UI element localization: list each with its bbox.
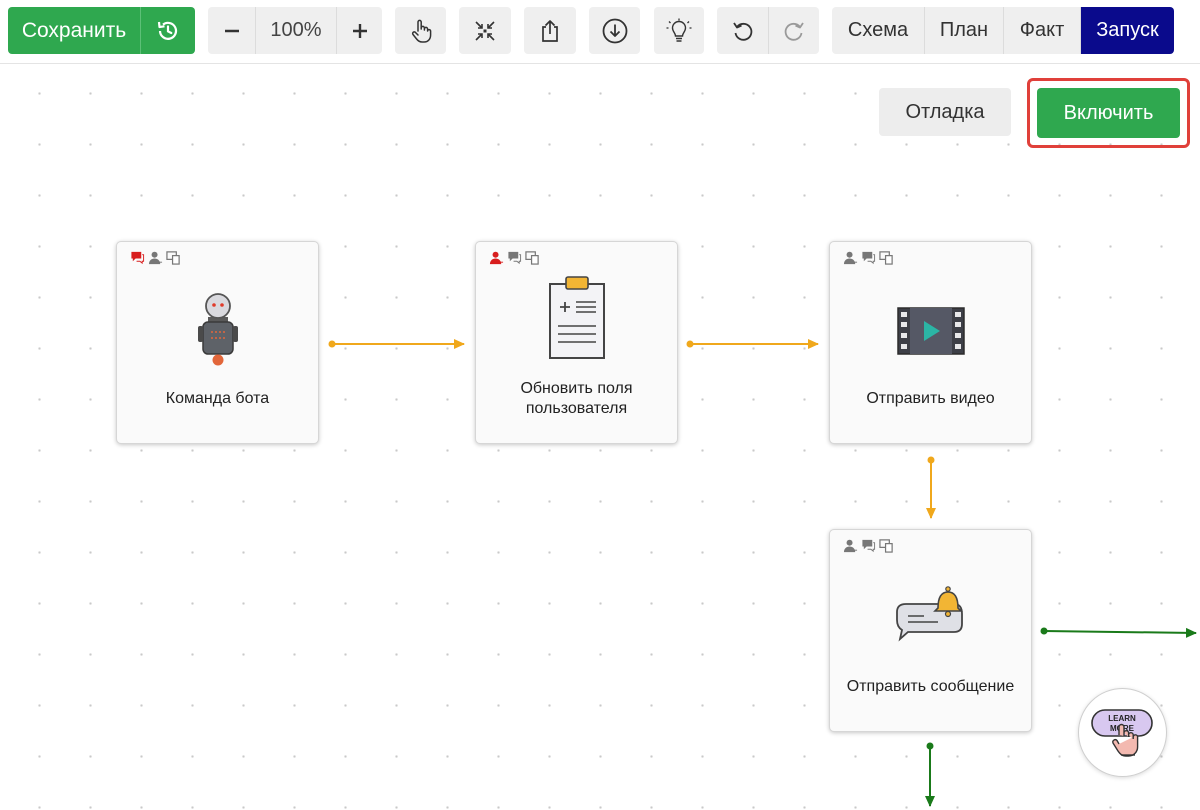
tab-launch[interactable]: Запуск [1080,7,1174,54]
enable-highlight: Включить [1027,78,1190,148]
save-button[interactable]: Сохранить [8,7,140,54]
chat-status-icon [508,251,522,265]
history-icon [157,21,178,40]
node-status-icons [843,538,894,553]
robot-icon [197,293,238,366]
device-status-icon [879,251,893,265]
chat-status-icon [862,539,876,553]
toolbar: Сохранить 100% [0,0,1200,64]
redo-icon [784,22,804,41]
tab-scheme[interactable]: Схема [832,7,924,54]
lightbulb-icon [666,18,692,42]
zoom-level: 100% [255,7,336,54]
node-label: Обновить поля пользователя [520,380,633,417]
pan-group [395,7,446,54]
download-group [589,7,640,54]
hand-pointer-icon [411,19,431,43]
node-label: Отправить видео [866,390,995,407]
export-button[interactable] [524,7,576,54]
plus-icon [352,23,367,38]
undo-button[interactable] [717,7,768,54]
node-status-icons [843,250,894,265]
chat-status-icon [862,251,876,265]
user-status-icon [148,251,163,265]
mode-tabs: Схема План Факт Запуск [832,7,1174,54]
learn-more-button[interactable]: LEARN MORE [1078,688,1167,777]
enable-button[interactable]: Включить [1037,88,1180,138]
collapse-icon [475,20,495,41]
device-status-icon [166,251,180,265]
message-bell-icon [895,586,963,642]
zoom-out-button[interactable] [208,7,255,54]
device-status-icon [525,251,539,265]
learn-more-icon: LEARN MORE [1091,709,1153,757]
fit-view-button[interactable] [459,7,511,54]
share-upload-icon [542,19,558,42]
download-circle-icon [602,18,627,43]
node-status-icons [489,250,540,265]
node-update-user-fields[interactable]: Обновить поля пользователя [475,241,678,444]
fit-group [459,7,511,54]
node-bot-command[interactable]: Команда бота [116,241,319,444]
save-group: Сохранить [8,7,195,54]
pan-button[interactable] [395,7,446,54]
history-nav-group [717,7,819,54]
device-status-icon [879,539,893,553]
node-label: Команда бота [165,390,270,407]
clipboard-icon [548,276,605,359]
redo-button[interactable] [768,7,819,54]
user-status-icon [843,251,858,265]
minus-icon [224,29,239,32]
tab-fact[interactable]: Факт [1003,7,1080,54]
learn-more-line1: LEARN [1108,714,1136,723]
node-label: Отправить сообщение [846,678,1015,695]
download-button[interactable] [589,7,640,54]
video-icon [896,307,965,355]
history-button[interactable] [140,7,195,54]
debug-button[interactable]: Отладка [879,88,1011,136]
node-status-icons [130,250,181,265]
user-status-icon [843,539,858,553]
hint-group [654,7,704,54]
node-send-video[interactable]: Отправить видео [829,241,1032,444]
node-send-message[interactable]: Отправить сообщение [829,529,1032,732]
chat-status-icon [131,251,145,265]
zoom-in-button[interactable] [336,7,382,54]
zoom-group: 100% [208,7,382,54]
undo-icon [732,22,752,41]
user-status-icon [489,251,504,265]
tab-plan[interactable]: План [924,7,1003,54]
share-group [524,7,576,54]
hints-button[interactable] [654,7,704,54]
